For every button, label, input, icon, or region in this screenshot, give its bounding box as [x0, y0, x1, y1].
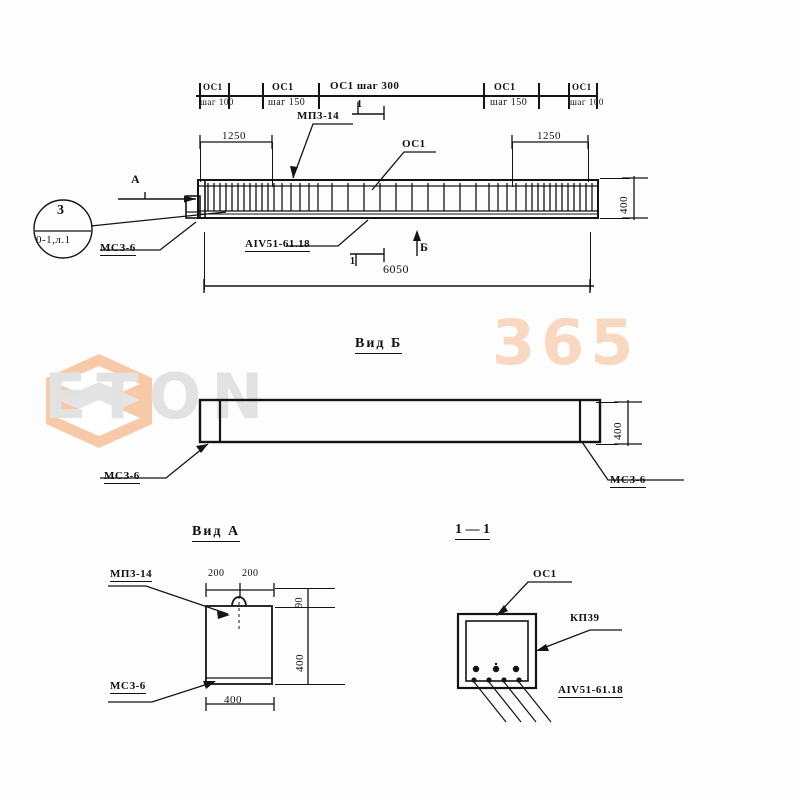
section-arrow-1-top	[352, 102, 385, 120]
msz6-leader-view-b-left	[100, 443, 209, 479]
height-dim-main-label: 400	[618, 196, 630, 214]
callout-bubble	[33, 199, 227, 259]
view-b-height-label: 400	[612, 422, 624, 440]
spacing-tick	[538, 83, 540, 109]
os1-label-main: ОС1	[402, 138, 426, 150]
ext-line	[588, 142, 589, 182]
callout-top-text: 3	[57, 203, 65, 218]
section-1-1-box	[456, 612, 552, 723]
section-mark-1-bottom: 1	[350, 256, 356, 267]
view-a-dim-400-width: 400	[224, 694, 242, 706]
spacing-band-baseline	[196, 95, 596, 97]
msz6-label-view-b-left: МСЗ-6	[104, 470, 140, 484]
spacing-mark-2: ОС1 шаг 300	[330, 80, 400, 92]
ext-line	[275, 684, 345, 685]
msz6-leader-view-a	[108, 681, 216, 703]
kp39-label: КП39	[570, 612, 600, 624]
view-b-title: Вид Б	[355, 336, 403, 354]
os1-label-section: ОС1	[533, 568, 557, 580]
spacing-tick	[568, 83, 570, 109]
section-arrow-a	[118, 192, 196, 203]
rebar-label-section: АIV51-61.18	[558, 684, 624, 698]
ext-line	[275, 588, 335, 589]
view-a-title: Вид А	[192, 524, 241, 542]
ext-line	[200, 142, 201, 182]
view-a-right-dims	[307, 588, 309, 684]
beam-elevation	[197, 179, 599, 219]
left-end-plate	[185, 195, 201, 219]
spacing-mark-0: ОС1	[203, 82, 223, 92]
ext-line	[600, 218, 630, 219]
msz6-label-main: МСЗ-6	[100, 242, 136, 256]
msz6-leader-view-b-right	[581, 441, 684, 481]
ext-line	[512, 142, 513, 187]
ext-line	[204, 232, 205, 290]
ext-line	[275, 607, 335, 608]
view-a-dim-400-height: 400	[294, 654, 306, 672]
ext-line	[596, 402, 618, 403]
rebar-label-main: АIV51-61.18	[245, 238, 311, 252]
spacing-step-1: шаг 150	[268, 97, 306, 108]
overall-dim-line	[203, 279, 594, 293]
view-b-beam	[198, 398, 602, 444]
spacing-tick	[318, 83, 320, 109]
section-mark-1-top: 1	[357, 99, 363, 110]
mp3-14-leader-view-a	[108, 585, 230, 619]
callout-bottom-text: 0-1,л.1	[36, 234, 71, 246]
msz6-leader-main	[100, 221, 197, 251]
view-a-dim-90: 90	[294, 597, 305, 608]
spacing-tick	[596, 83, 598, 109]
section-arrow-1-bottom	[350, 248, 385, 266]
ext-line	[596, 444, 618, 445]
spacing-tick	[199, 83, 201, 109]
section-mark-a-label: А	[131, 172, 141, 186]
view-a-dim-200-right: 200	[242, 568, 259, 579]
os1-leader-section	[496, 581, 572, 616]
spacing-step-0: шаг 100	[200, 97, 234, 107]
msz6-label-view-b-right: МСЗ-6	[610, 474, 646, 488]
mp3-14-label-view-a: МП3-14	[110, 568, 153, 582]
spacing-tick	[262, 83, 264, 109]
ext-line	[590, 232, 591, 290]
kp39-leader	[536, 629, 622, 651]
rebar-leader-main	[286, 219, 369, 247]
dimension-left-1250: 1250	[222, 130, 246, 142]
section-mark-b-label: Б	[420, 240, 429, 254]
spacing-step-4: шаг 100	[570, 97, 604, 107]
ext-line	[272, 142, 273, 187]
365-text-watermark: 365	[492, 306, 640, 379]
spacing-step-3: шаг 150	[490, 97, 528, 108]
mp3-14-label-main: МП3-14	[297, 110, 340, 122]
mp3-14-leader	[290, 123, 353, 179]
spacing-tick	[483, 83, 485, 109]
section-arrow-b	[413, 230, 421, 256]
dimension-right-1250: 1250	[537, 130, 561, 142]
msz6-label-view-a: МСЗ-6	[110, 680, 146, 694]
os1-leader-main	[371, 151, 436, 191]
view-a-bottom-dim	[205, 697, 275, 711]
view-a-dim-200-left: 200	[208, 568, 225, 579]
view-a-body	[205, 596, 273, 685]
section-1-1-title: 1 — 1	[455, 522, 490, 540]
overall-dim-label: 6050	[383, 262, 409, 276]
view-b-height-dim	[614, 400, 642, 446]
view-a-top-dim	[205, 583, 275, 597]
spacing-mark-1: ОС1	[272, 82, 294, 93]
spacing-mark-4: ОС1	[572, 82, 592, 92]
eton-logo-watermark	[44, 352, 154, 450]
spacing-tick	[228, 83, 230, 109]
ext-line	[600, 178, 630, 179]
spacing-mark-3: ОС1	[494, 82, 516, 93]
